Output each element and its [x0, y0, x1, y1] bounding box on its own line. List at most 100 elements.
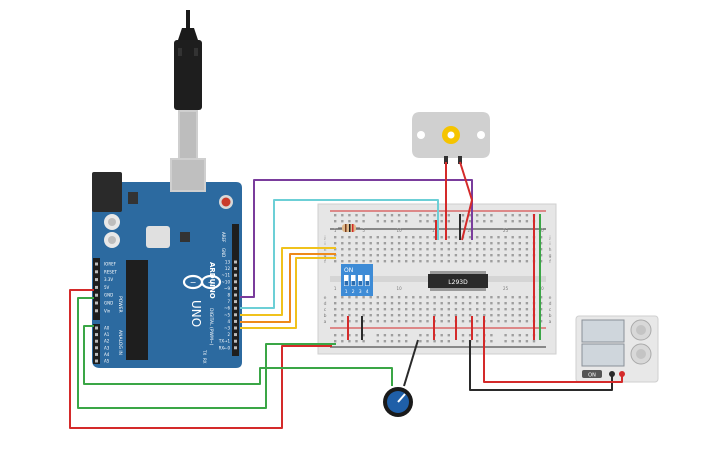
breadboard-hole[interactable] [433, 296, 436, 299]
breadboard-hole[interactable] [405, 296, 408, 299]
breadboard-hole[interactable] [468, 254, 472, 257]
positive-terminal[interactable] [619, 371, 625, 377]
breadboard-hole[interactable] [362, 296, 365, 299]
breadboard-hole[interactable] [341, 248, 344, 251]
breadboard-hole[interactable] [525, 320, 529, 323]
breadboard-hole[interactable] [397, 296, 401, 299]
breadboard-hole[interactable] [497, 302, 500, 305]
breadboard-hole[interactable] [511, 308, 514, 311]
breadboard-hole[interactable] [341, 308, 344, 311]
breadboard-hole[interactable] [397, 260, 401, 263]
header-pin[interactable] [234, 313, 237, 317]
breadboard-hole[interactable] [433, 236, 436, 239]
breadboard-hole[interactable] [419, 320, 422, 323]
breadboard-hole[interactable] [369, 254, 372, 257]
dip-toggle[interactable] [365, 275, 370, 286]
rail-hole[interactable] [397, 220, 401, 223]
breadboard-hole[interactable] [426, 308, 429, 311]
rail-hole[interactable] [383, 340, 387, 343]
rail-hole[interactable] [341, 220, 344, 223]
breadboard-hole[interactable] [397, 320, 401, 323]
breadboard-hole[interactable] [539, 248, 543, 251]
breadboard-hole[interactable] [461, 254, 465, 257]
breadboard-hole[interactable] [362, 260, 365, 263]
rail-hole[interactable] [390, 340, 394, 343]
breadboard-hole[interactable] [355, 308, 358, 311]
breadboard-hole[interactable] [412, 320, 415, 323]
header-pin[interactable] [95, 339, 98, 343]
breadboard-hole[interactable] [447, 302, 450, 305]
breadboard-hole[interactable] [483, 236, 486, 239]
breadboard-hole[interactable] [511, 320, 514, 323]
breadboard-hole[interactable] [490, 302, 493, 305]
breadboard-hole[interactable] [454, 308, 458, 311]
rail-hole[interactable] [348, 220, 351, 223]
rail-hole[interactable] [390, 334, 394, 337]
breadboard-hole[interactable] [497, 314, 500, 317]
breadboard-hole[interactable] [518, 254, 521, 257]
rail-hole[interactable] [525, 214, 529, 217]
breadboard-hole[interactable] [405, 254, 408, 257]
breadboard-hole[interactable] [405, 314, 408, 317]
rail-hole[interactable] [525, 220, 529, 223]
header-pin[interactable] [234, 326, 237, 330]
breadboard-hole[interactable] [433, 302, 436, 305]
rail-hole[interactable] [504, 334, 507, 337]
breadboard-hole[interactable] [390, 302, 394, 305]
breadboard-hole[interactable] [539, 296, 543, 299]
breadboard-hole[interactable] [383, 314, 387, 317]
breadboard-hole[interactable] [369, 242, 372, 245]
rail-hole[interactable] [355, 334, 358, 337]
breadboard-hole[interactable] [376, 236, 379, 239]
breadboard-hole[interactable] [348, 242, 351, 245]
rail-hole[interactable] [518, 334, 521, 337]
breadboard-hole[interactable] [355, 242, 358, 245]
breadboard-hole[interactable] [419, 248, 422, 251]
rail-hole[interactable] [532, 340, 536, 343]
breadboard-hole[interactable] [362, 320, 365, 323]
breadboard-hole[interactable] [355, 296, 358, 299]
rail-hole[interactable] [419, 220, 422, 223]
breadboard-hole[interactable] [497, 296, 500, 299]
breadboard-hole[interactable] [497, 260, 500, 263]
breadboard-hole[interactable] [476, 248, 479, 251]
breadboard-hole[interactable] [511, 242, 514, 245]
breadboard-hole[interactable] [355, 260, 358, 263]
breadboard-hole[interactable] [497, 308, 500, 311]
breadboard-hole[interactable] [362, 314, 365, 317]
breadboard-hole[interactable] [334, 254, 337, 257]
breadboard-hole[interactable] [419, 296, 422, 299]
breadboard-hole[interactable] [468, 308, 472, 311]
breadboard-hole[interactable] [440, 242, 443, 245]
breadboard-hole[interactable] [426, 302, 429, 305]
breadboard-hole[interactable] [504, 308, 507, 311]
rail-hole[interactable] [476, 334, 479, 337]
breadboard-hole[interactable] [426, 260, 429, 263]
breadboard-hole[interactable] [426, 320, 429, 323]
rail-hole[interactable] [341, 340, 344, 343]
breadboard-hole[interactable] [454, 302, 458, 305]
breadboard-hole[interactable] [518, 296, 521, 299]
header-pin[interactable] [234, 346, 237, 350]
breadboard-hole[interactable] [412, 314, 415, 317]
breadboard-hole[interactable] [518, 260, 521, 263]
breadboard-hole[interactable] [412, 254, 415, 257]
dip-toggle[interactable] [344, 275, 349, 286]
arduino-uno-board[interactable]: − + ARDUINO UNO DIGITAL (PWM~) TX RX ARE… [92, 158, 242, 368]
breadboard-hole[interactable] [497, 242, 500, 245]
breadboard-hole[interactable] [369, 308, 372, 311]
breadboard-hole[interactable] [539, 260, 543, 263]
breadboard-hole[interactable] [511, 302, 514, 305]
breadboard-hole[interactable] [355, 302, 358, 305]
breadboard-hole[interactable] [405, 320, 408, 323]
breadboard-hole[interactable] [433, 254, 436, 257]
breadboard-hole[interactable] [341, 320, 344, 323]
rail-hole[interactable] [348, 340, 351, 343]
rail-hole[interactable] [362, 340, 365, 343]
breadboard-hole[interactable] [334, 314, 337, 317]
dip-toggle[interactable] [358, 275, 363, 286]
breadboard-hole[interactable] [504, 254, 507, 257]
breadboard-hole[interactable] [490, 296, 493, 299]
rail-hole[interactable] [440, 214, 443, 217]
breadboard-hole[interactable] [440, 260, 443, 263]
